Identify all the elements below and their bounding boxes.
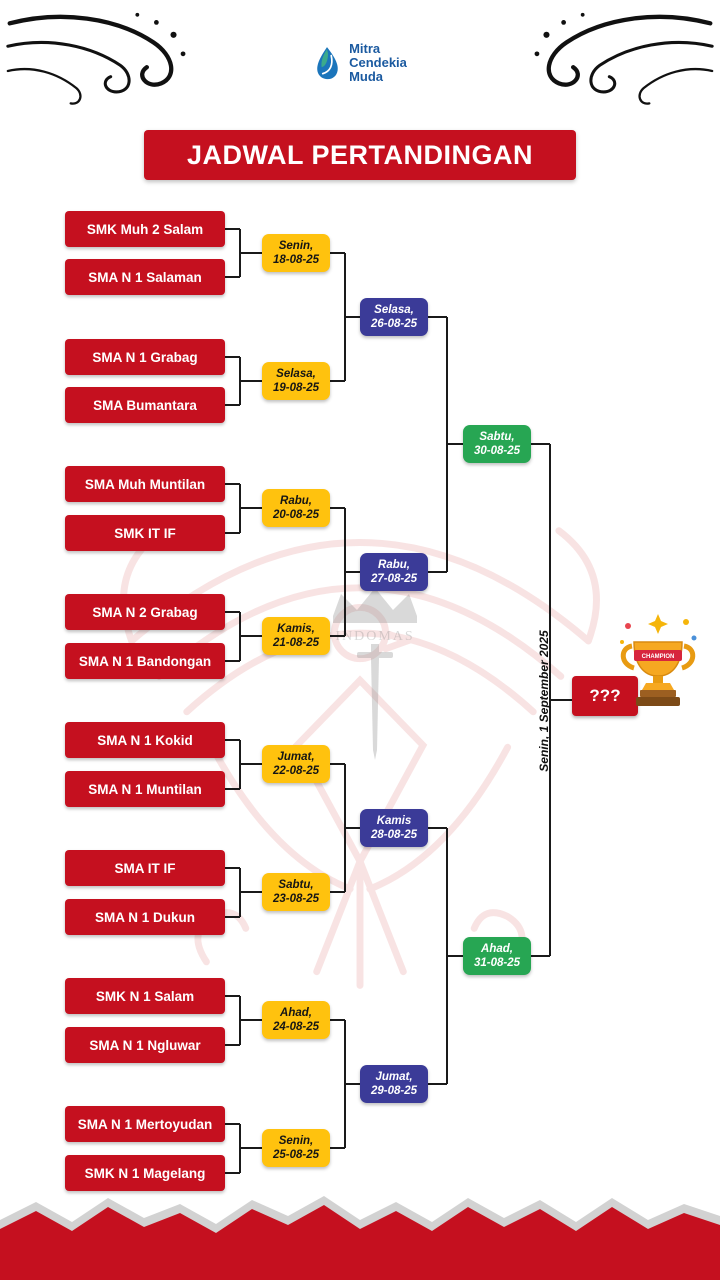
corner-flourish-right-icon bbox=[534, 12, 714, 105]
round2-date-box: Jumat, 29-08-25 bbox=[360, 1065, 428, 1103]
round1-date-box: Senin, 25-08-25 bbox=[262, 1129, 330, 1167]
date-day: Jumat, bbox=[375, 1071, 413, 1083]
date-value: 25-08-25 bbox=[272, 1149, 320, 1161]
team-box: SMA N 1 Ngluwar bbox=[65, 1027, 225, 1063]
team-box: SMA N 1 Muntilan bbox=[65, 771, 225, 807]
page-title: JADWAL PERTANDINGAN bbox=[144, 130, 576, 180]
logo-line: Cendekia bbox=[349, 55, 407, 70]
team-box: SMA N 1 Salaman bbox=[65, 259, 225, 295]
round2-date-box: Selasa, 26-08-25 bbox=[360, 298, 428, 336]
date-day: Sabtu, bbox=[278, 879, 314, 891]
round1-date-box: Sabtu, 23-08-25 bbox=[262, 873, 330, 911]
date-day: Jumat, bbox=[277, 751, 315, 763]
date-value: 26-08-25 bbox=[370, 318, 418, 330]
org-logo: Mitra Cendekia Muda bbox=[0, 42, 720, 84]
logo-line: Mitra bbox=[349, 41, 381, 56]
semifinal-date-box: Ahad, 31-08-25 bbox=[463, 937, 531, 975]
corner-flourish-left-icon bbox=[6, 12, 186, 105]
logo-line: Muda bbox=[349, 69, 384, 84]
date-value: 24-08-25 bbox=[272, 1021, 320, 1033]
date-day: Selasa, bbox=[374, 304, 414, 316]
date-day: Kamis, bbox=[277, 623, 315, 635]
team-box: SMK N 1 Salam bbox=[65, 978, 225, 1014]
team-box: SMA IT IF bbox=[65, 850, 225, 886]
date-day: Senin, bbox=[278, 1135, 314, 1147]
team-box: SMK IT IF bbox=[65, 515, 225, 551]
round1-date-box: Rabu, 20-08-25 bbox=[262, 489, 330, 527]
team-box: SMK N 1 Magelang bbox=[65, 1155, 225, 1191]
date-value: 19-08-25 bbox=[272, 382, 320, 394]
date-day: Rabu, bbox=[378, 559, 410, 571]
round2-date-box: Kamis 28-08-25 bbox=[360, 809, 428, 847]
date-value: 29-08-25 bbox=[370, 1085, 418, 1097]
sword-icon bbox=[371, 644, 379, 653]
team-box: SMA N 1 Bandongan bbox=[65, 643, 225, 679]
round1-date-box: Kamis, 21-08-25 bbox=[262, 617, 330, 655]
date-value: 22-08-25 bbox=[272, 765, 320, 777]
logo-text: Mitra Cendekia Muda bbox=[349, 42, 407, 84]
team-box: SMK Muh 2 Salam bbox=[65, 211, 225, 247]
team-box: SMA N 1 Grabag bbox=[65, 339, 225, 375]
team-box: SMA N 1 Kokid bbox=[65, 722, 225, 758]
trophy-ribbon-text: CHAMPION bbox=[642, 654, 675, 660]
round1-date-box: Jumat, 22-08-25 bbox=[262, 745, 330, 783]
team-box: SMA Bumantara bbox=[65, 387, 225, 423]
round2-date-box: Rabu, 27-08-25 bbox=[360, 553, 428, 591]
round1-date-box: Selasa, 19-08-25 bbox=[262, 362, 330, 400]
semifinal-date-box: Sabtu, 30-08-25 bbox=[463, 425, 531, 463]
final-winner-box: ??? bbox=[572, 676, 638, 716]
final-date-label: Senin, 1 September 2025 bbox=[537, 630, 551, 772]
crown-icon bbox=[333, 588, 417, 616]
date-value: 20-08-25 bbox=[272, 509, 320, 521]
date-value: 27-08-25 bbox=[370, 573, 418, 585]
team-box: SMA Muh Muntilan bbox=[65, 466, 225, 502]
date-value: 18-08-25 bbox=[272, 254, 320, 266]
emblem-watermark: INDOMAS bbox=[333, 588, 417, 760]
date-day: Selasa, bbox=[276, 368, 316, 380]
emblem-text: INDOMAS bbox=[335, 629, 414, 644]
team-box: SMA N 2 Grabag bbox=[65, 594, 225, 630]
date-day: Ahad, bbox=[481, 943, 513, 955]
date-value: 23-08-25 bbox=[272, 893, 320, 905]
date-value: 30-08-25 bbox=[473, 445, 521, 457]
round1-date-box: Senin, 18-08-25 bbox=[262, 234, 330, 272]
team-box: SMA N 1 Mertoyudan bbox=[65, 1106, 225, 1142]
date-day: Rabu, bbox=[280, 495, 312, 507]
date-value: 31-08-25 bbox=[473, 957, 521, 969]
date-day: Sabtu, bbox=[479, 431, 515, 443]
trophy-icon: CHAMPION bbox=[620, 614, 697, 706]
logo-drop-icon bbox=[317, 47, 338, 80]
team-box: SMA N 1 Dukun bbox=[65, 899, 225, 935]
date-day: Ahad, bbox=[280, 1007, 312, 1019]
date-value: 21-08-25 bbox=[272, 637, 320, 649]
round1-date-box: Ahad, 24-08-25 bbox=[262, 1001, 330, 1039]
date-day: Senin, bbox=[278, 240, 314, 252]
date-value: 28-08-25 bbox=[370, 829, 418, 841]
torn-paper-edge bbox=[0, 1196, 720, 1280]
date-day: Kamis bbox=[376, 815, 412, 827]
